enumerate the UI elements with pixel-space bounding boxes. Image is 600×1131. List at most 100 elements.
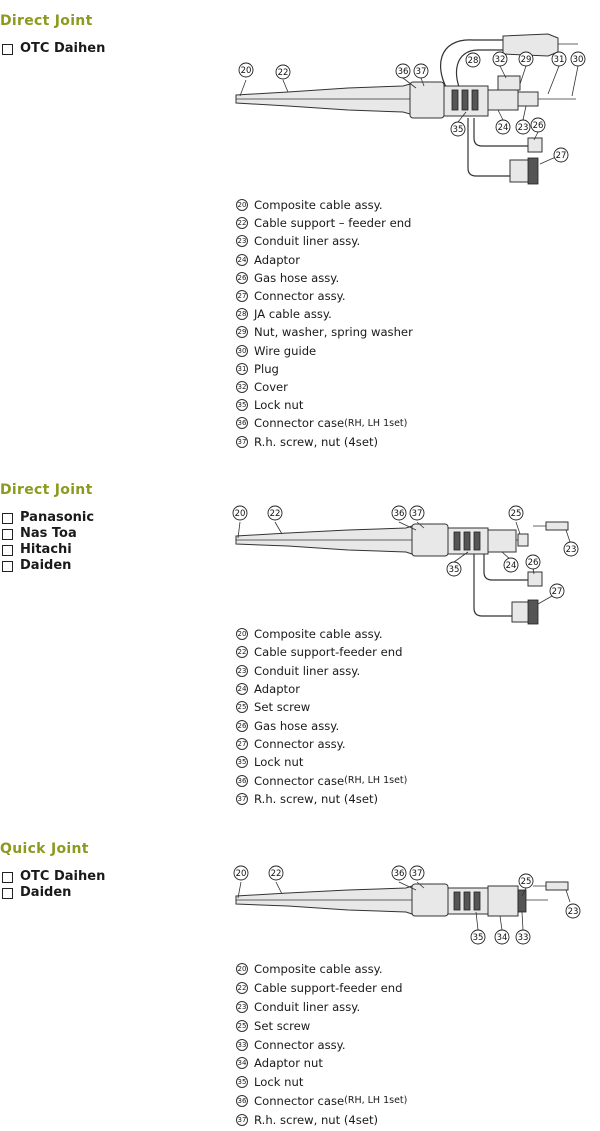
section-title: Direct Joint [0,13,93,29]
callout-24: 24 [501,551,519,573]
callout-34: 34 [494,915,510,945]
svg-text:31: 31 [554,55,565,65]
checkbox[interactable] [2,512,13,524]
maker-item[interactable]: OTC Daihen [2,41,105,57]
callout-22: 22 [268,865,284,895]
callout-26: 26 [530,117,546,141]
checkbox[interactable] [2,528,13,540]
maker-item[interactable]: Panasonic [2,510,94,526]
section-title: Direct Joint [0,482,93,498]
maker-item[interactable]: Daiden [2,885,105,901]
torch-diagram-svg: 20 22 36 37 28 32 29 31 30 35 24 23 26 2… [235,33,586,185]
svg-text:25: 25 [511,509,522,519]
section-direct-joint-multi: Direct Joint Panasonic Nas Toa Hitachi D… [0,470,600,830]
callout-20: 20 [232,505,248,539]
svg-text:34: 34 [497,933,508,943]
callout-28: 28 [465,52,481,68]
svg-text:27: 27 [552,587,563,597]
svg-text:22: 22 [271,869,282,879]
svg-text:35: 35 [453,125,464,135]
checkbox[interactable] [2,871,13,883]
svg-text:20: 20 [235,509,246,519]
svg-text:23: 23 [568,907,579,917]
maker-item[interactable]: Hitachi [2,542,94,558]
svg-text:37: 37 [416,67,427,77]
svg-text:35: 35 [473,933,484,943]
svg-text:23: 23 [566,545,577,555]
callout-36: 36 [391,505,417,531]
maker-item[interactable]: Nas Toa [2,526,94,542]
svg-text:23: 23 [518,123,529,133]
callout-36: 36 [391,865,417,891]
checkbox[interactable] [2,560,13,572]
callout-35: 35 [470,911,486,945]
callout-25: 25 [508,505,524,535]
checkbox[interactable] [2,544,13,556]
svg-text:28: 28 [468,56,479,66]
torch-diagram: 20 22 36 37 25 23 26 24 35 27 [228,500,588,628]
svg-text:36: 36 [394,869,405,879]
svg-text:33: 33 [518,933,529,943]
maker-item[interactable]: Daiden [2,558,94,574]
torch-diagram: 20 22 36 37 25 23 35 34 33 [228,860,588,956]
svg-text:20: 20 [236,869,247,879]
svg-text:36: 36 [394,509,405,519]
maker-list: OTC Daihen Daiden [2,869,105,901]
svg-text:22: 22 [270,509,281,519]
svg-text:35: 35 [449,565,460,575]
callout-20: 20 [233,865,249,899]
svg-text:37: 37 [412,869,423,879]
torch-diagram: 20 22 36 37 28 32 29 31 30 35 24 23 26 2… [228,28,588,188]
callout-22: 22 [275,64,291,93]
callout-29: 29 [518,51,534,85]
callout-36: 36 [395,63,417,89]
svg-text:24: 24 [506,561,517,571]
maker-list: Panasonic Nas Toa Hitachi Daiden [2,510,94,574]
svg-text:26: 26 [533,121,544,131]
svg-text:37: 37 [412,509,423,519]
checkbox[interactable] [2,43,13,55]
callout-23: 23 [563,529,579,557]
callout-26: 26 [525,554,541,575]
checkbox[interactable] [2,887,13,899]
callout-25: 25 [518,873,534,897]
svg-text:26: 26 [528,558,539,568]
svg-text:29: 29 [521,55,532,65]
maker-list: OTC Daihen [2,41,105,57]
section-direct-joint-otc: Direct Joint OTC Daihen [0,0,600,470]
callout-37: 37 [409,865,425,889]
callout-27: 27 [537,583,565,605]
callout-37: 37 [413,63,429,87]
torch-diagram-svg: 20 22 36 37 25 23 35 34 33 [233,865,581,945]
callout-23: 23 [565,889,581,919]
maker-item[interactable]: OTC Daihen [2,869,105,885]
svg-text:36: 36 [398,67,409,77]
callout-35: 35 [450,111,467,137]
